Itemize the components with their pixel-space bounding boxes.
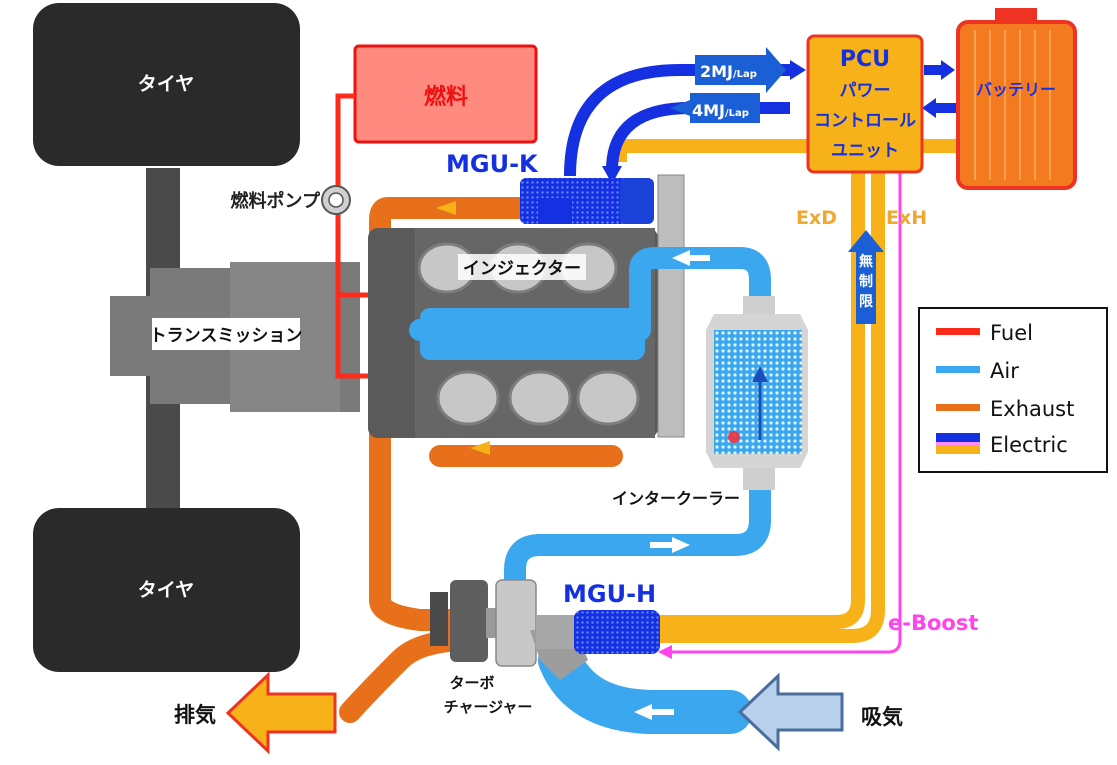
- legend-electric-swatch-blue: [936, 433, 980, 442]
- unlimited-char-2: 制: [859, 273, 873, 290]
- pcu-box: PCU パワー コントロール ユニット: [806, 34, 924, 174]
- flow-2mj-value: 2MJ: [700, 62, 733, 81]
- legend-exhaust-label: Exhaust: [990, 397, 1074, 421]
- flow-2mj-badge: 2MJ/Lap: [695, 47, 786, 93]
- svg-text:2MJ/Lap: 2MJ/Lap: [700, 62, 757, 81]
- fuel-pump: [321, 185, 351, 215]
- legend-fuel-swatch: [936, 328, 980, 335]
- eboost-label: e-Boost: [888, 611, 978, 635]
- eboost-arrowhead: [658, 645, 672, 659]
- legend-air-label: Air: [990, 359, 1019, 383]
- intercooler: [706, 296, 808, 490]
- legend-electric-label: Electric: [990, 433, 1068, 457]
- unlimited-char-3: 限: [859, 294, 873, 310]
- pcu-to-mgu-k-arrowhead: [602, 166, 622, 184]
- unlimited-arrow: 無 制 限: [848, 230, 884, 324]
- pcu-line1: パワー: [840, 81, 891, 101]
- injector-label-bg: [458, 254, 586, 280]
- fuel-tank: 燃料: [353, 44, 538, 144]
- transmission: トランスミッション: [110, 262, 360, 412]
- battery: バッテリー: [956, 8, 1077, 190]
- legend-air-swatch: [936, 366, 980, 373]
- mgu-h: [574, 610, 660, 654]
- exhaust-label: 排気: [174, 703, 216, 727]
- turbo-label-line2: チャージャー: [444, 698, 533, 716]
- exhaust-outlet-arrow: [225, 671, 337, 755]
- mgu-h-label: MGU-H: [563, 580, 656, 608]
- turbocharger: [430, 579, 588, 680]
- fuel-tank-label: 燃料: [424, 84, 468, 110]
- eboost-path: [670, 170, 902, 654]
- fuel-pump-label: 燃料ポンプ: [231, 190, 321, 212]
- mgu-k-to-pcu-arrowhead: [790, 60, 806, 80]
- legend-electric-swatch-pink: [936, 442, 980, 445]
- intake-manifold: [420, 308, 645, 360]
- flow-2mj-unit: /Lap: [733, 69, 757, 80]
- flow-4mj-value: 4MJ: [692, 101, 725, 120]
- unlimited-char-1: 無: [859, 253, 873, 270]
- flow-4mj-badge: 4MJ/Lap: [670, 93, 760, 123]
- legend-electric-swatch-orange: [936, 445, 980, 454]
- exd-label: ExD: [796, 207, 837, 229]
- tire-top-label: タイヤ: [138, 73, 194, 95]
- battery-label: バッテリー: [976, 80, 1056, 99]
- exh-label: ExH: [886, 207, 927, 229]
- pcu-battery-blue-arrows: [922, 60, 956, 118]
- tire-bottom-label: タイヤ: [138, 579, 194, 601]
- pcu-title: PCU: [840, 47, 890, 72]
- tire-top: タイヤ: [33, 3, 300, 166]
- tire-bottom: タイヤ: [33, 508, 300, 672]
- mgu-k: [520, 178, 654, 224]
- transmission-label: トランスミッション: [150, 326, 303, 346]
- pcu-line3: ユニット: [831, 141, 899, 161]
- legend: Fuel Air Exhaust Electric: [918, 307, 1108, 473]
- injector-label: インジェクター: [463, 259, 581, 279]
- pcu-line2: コントロール: [814, 111, 916, 131]
- flow-4mj-unit: /Lap: [725, 108, 749, 119]
- air-flow-arrows: [634, 250, 710, 720]
- svg-text:4MJ/Lap: 4MJ/Lap: [692, 101, 749, 120]
- intake-arrow: [737, 672, 844, 752]
- intake-label: 吸気: [861, 705, 903, 729]
- legend-exhaust-swatch: [936, 404, 980, 411]
- turbo-label-line1: ターボ: [449, 674, 494, 692]
- legend-fuel-label: Fuel: [990, 321, 1033, 345]
- intercooler-label: インタークーラー: [612, 489, 740, 508]
- mgu-k-label: MGU-K: [446, 150, 539, 178]
